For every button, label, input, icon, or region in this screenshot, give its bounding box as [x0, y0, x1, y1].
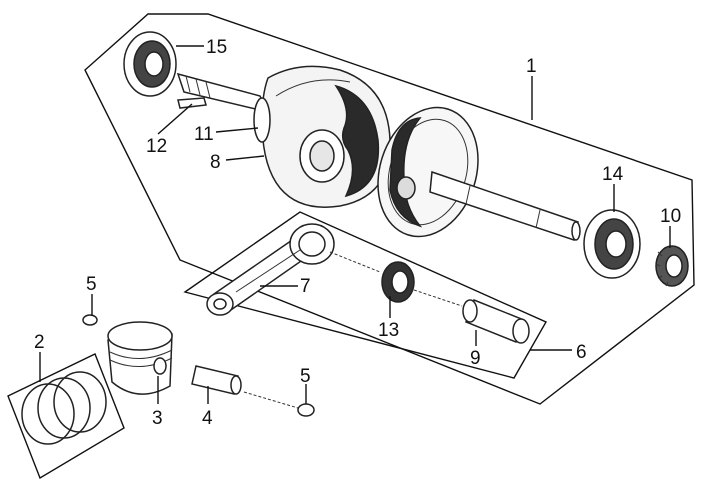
woodruff-key-12 [177, 97, 207, 109]
callout-9: 9 [470, 348, 481, 369]
connecting-rod-7 [206, 223, 335, 316]
crankshaft [176, 65, 581, 241]
circlip-5-right [297, 403, 315, 417]
leader-lines [39, 45, 671, 404]
callout-5-right: 5 [300, 366, 311, 387]
piston-rings-group-outline [7, 353, 125, 480]
callout-3: 3 [152, 408, 163, 429]
drive-gear-11 [253, 97, 271, 143]
callout-4: 4 [202, 408, 213, 429]
callout-10: 10 [660, 206, 681, 227]
callout-13: 13 [378, 320, 399, 341]
crank-pin-9 [462, 299, 530, 344]
gear-10 [655, 245, 689, 287]
bearing-15 [123, 31, 177, 97]
callout-11: 11 [194, 124, 214, 145]
connecting-rod-group-outline [183, 211, 547, 379]
crankshaft-assembly-outline [84, 13, 695, 405]
callout-6: 6 [576, 342, 587, 363]
needle-bearing-13 [381, 261, 415, 303]
callout-2: 2 [34, 332, 45, 353]
callout-1: 1 [526, 56, 537, 77]
piston-rings-2 [21, 371, 107, 445]
callout-5-left: 5 [86, 274, 97, 295]
callout-12: 12 [146, 136, 167, 157]
callout-8: 8 [210, 152, 221, 173]
piston-3 [107, 321, 173, 395]
circlip-5-left [82, 314, 98, 326]
callout-15: 15 [206, 37, 227, 58]
piston-pin-4 [191, 365, 242, 395]
callout-7: 7 [300, 276, 311, 297]
callout-14: 14 [602, 164, 624, 185]
bearing-14 [583, 209, 641, 279]
